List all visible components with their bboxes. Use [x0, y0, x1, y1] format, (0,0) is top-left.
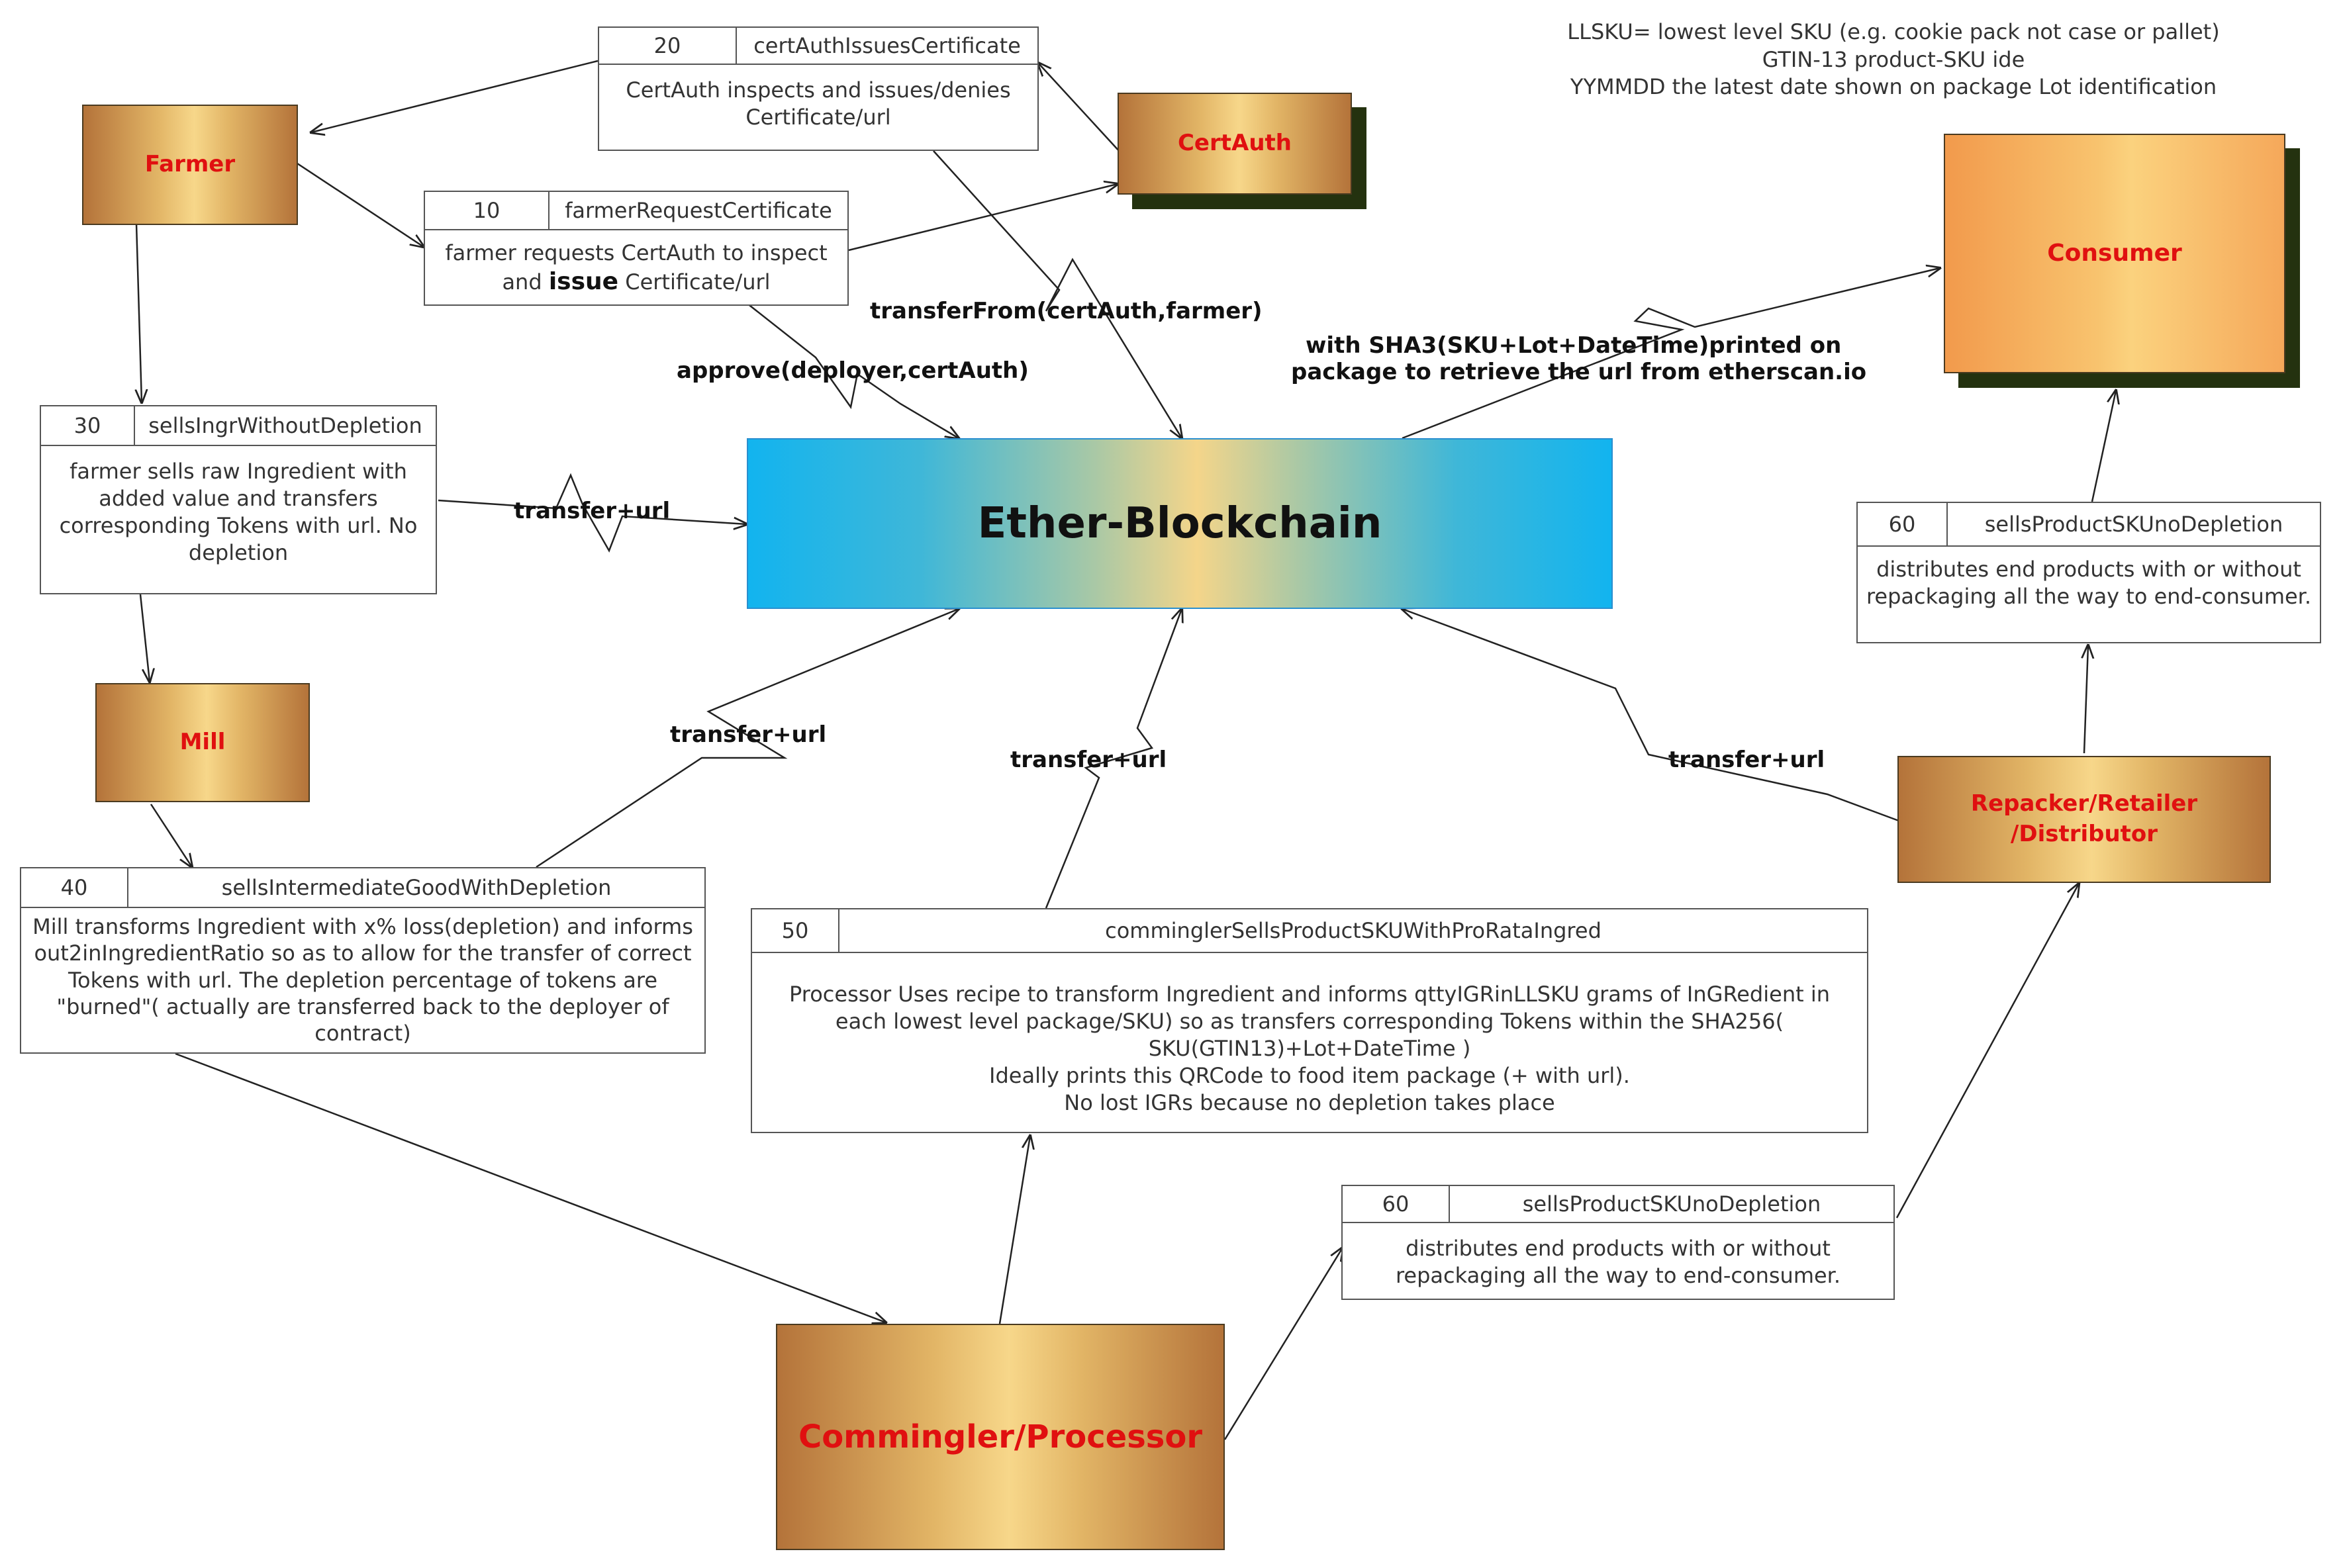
arrow-card10-to-certauth [848, 184, 1118, 252]
legend-line-gtin: GTIN-13 product-SKU ide [1762, 46, 2025, 72]
card-50-commingler-sells[interactable]: 50 comminglerSellsProductSKUWithProRataI… [751, 908, 1868, 1133]
card-30-sells-ingredient[interactable]: 30 sellsIngrWithoutDepletion farmer sell… [40, 405, 437, 594]
card-60b-function: sellsProductSKUnoDepletion [1522, 1191, 1821, 1217]
legend-notes: LLSKU= lowest level SKU (e.g. cookie pac… [1503, 19, 2284, 101]
card-50-function: comminglerSellsProductSKUWithProRataIngr… [1105, 918, 1602, 943]
arrow-farmer-to-card30 [136, 223, 142, 402]
card-60-distributor-top[interactable]: 60 sellsProductSKUnoDepletion distribute… [1856, 502, 2321, 643]
card-50-body-line1: Processor Uses recipe to transform Ingre… [789, 982, 1830, 1061]
actor-mill[interactable]: Mill [95, 683, 310, 802]
label-approve: approve(deployer,certAuth) [677, 357, 1029, 384]
arrow-card60a-to-consumer [2091, 391, 2116, 502]
card-40-function: sellsIntermediateGoodWithDepletion [221, 875, 612, 900]
actor-repacker-label: Repacker/Retailer /Distributor [1970, 790, 2198, 847]
label-sha-line2: package to retrieve the url from ethersc… [1291, 359, 1867, 385]
label-transferfrom: transferFrom(certAuth,farmer) [870, 298, 1263, 324]
actor-mill-label: Mill [179, 729, 226, 756]
arrow-chain-to-consumer [1402, 268, 1940, 439]
actor-repacker[interactable]: Repacker/Retailer /Distributor [1897, 756, 2271, 883]
card-50-number: 50 [752, 909, 839, 952]
card-50-body: Processor Uses recipe to transform Ingre… [752, 953, 1867, 1122]
card-10-body-bold: issue [548, 267, 619, 295]
arrow-card40-to-processor [175, 1052, 886, 1322]
card-30-number: 30 [41, 406, 135, 445]
legend-line-yymmdd: YYMMDD the latest date shown on package … [1570, 74, 2217, 100]
actor-certauth-label: CertAuth [1177, 130, 1292, 157]
card-40-number: 40 [21, 868, 128, 907]
card-60a-number: 60 [1858, 503, 1948, 545]
arrow-card60b-to-repacker [1895, 884, 2079, 1219]
card-20-certauth-issues[interactable]: 20 certAuthIssuesCertificate CertAuth in… [598, 26, 1039, 151]
label-transfer-processor: transfer+url [1010, 747, 1167, 773]
card-60b-body: distributes end products with or without… [1395, 1236, 1841, 1288]
actor-consumer[interactable]: Consumer [1944, 134, 2285, 373]
card-60b-number: 60 [1343, 1186, 1450, 1222]
label-transfer-repacker: transfer+url [1668, 747, 1825, 773]
arrow-processor-to-card50 [998, 1136, 1030, 1324]
actor-farmer[interactable]: Farmer [82, 105, 298, 225]
arrow-approve-to-chain [746, 302, 959, 438]
ether-blockchain[interactable]: Ether-Blockchain [747, 438, 1613, 609]
label-transfer-farmer: transfer+url [514, 498, 671, 524]
card-60-distributor-bottom[interactable]: 60 sellsProductSKUnoDepletion distribute… [1341, 1185, 1895, 1300]
arrow-card30-to-chain [438, 473, 747, 553]
arrow-card20-to-farmer [311, 60, 598, 132]
card-10-function: farmerRequestCertificate [565, 198, 832, 223]
card-40-body: Mill transforms Ingredient with x% loss(… [32, 914, 693, 1046]
card-10-body: farmer requests CertAuth to inspect and … [425, 230, 847, 305]
card-40-intermediate-good[interactable]: 40 sellsIntermediateGoodWithDepletion Mi… [20, 867, 706, 1054]
arrow-farmer-to-card10 [295, 161, 424, 247]
card-20-function: certAuthIssuesCertificate [753, 33, 1021, 58]
card-20-body: CertAuth inspects and issues/denies Cert… [626, 77, 1011, 130]
card-20-number: 20 [599, 28, 737, 64]
arrow-mill-to-card40 [150, 804, 192, 867]
label-transfer-mill: transfer+url [670, 721, 827, 748]
card-50-body-line2: Ideally prints this QRCode to food item … [989, 1062, 1630, 1088]
actor-certauth[interactable]: CertAuth [1118, 93, 1352, 195]
arrow-repacker-to-card60a [2084, 645, 2088, 754]
card-10-farmer-request[interactable]: 10 farmerRequestCertificate farmer reque… [424, 191, 849, 306]
legend-line-llsku: LLSKU= lowest level SKU (e.g. cookie pac… [1567, 19, 2220, 44]
arrow-repacker-to-chain [1402, 609, 1899, 822]
label-sha-line1: with SHA3(SKU+Lot+DateTime)printed on [1306, 332, 1842, 359]
arrow-card30-to-mill [139, 594, 150, 682]
arrow-certauth-to-card20 [1038, 63, 1121, 153]
card-30-function: sellsIngrWithoutDepletion [148, 413, 422, 438]
card-60a-function: sellsProductSKUnoDepletion [1984, 512, 2283, 537]
actor-processor-label: Commingler/Processor [798, 1418, 1203, 1455]
actor-consumer-label: Consumer [2047, 239, 2182, 267]
actor-farmer-label: Farmer [144, 151, 236, 178]
arrow-transferfrom-to-chain [933, 150, 1182, 438]
arrow-card40-to-chain [536, 609, 959, 868]
arrow-processor-to-card60b [1223, 1248, 1343, 1440]
card-60a-body: distributes end products with or without… [1866, 557, 2312, 609]
card-30-body: farmer sells raw Ingredient with added v… [59, 459, 418, 565]
card-10-number: 10 [425, 192, 550, 229]
card-10-body-pre: farmer requests CertAuth to inspect and [445, 240, 828, 295]
actor-processor[interactable]: Commingler/Processor [776, 1324, 1225, 1550]
card-50-body-line3: No lost IGRs because no depletion takes … [1064, 1089, 1555, 1115]
card-10-body-post: Certificate/url [618, 269, 771, 295]
arrow-card50-to-chain [1045, 609, 1182, 909]
ether-blockchain-title: Ether-Blockchain [977, 499, 1382, 548]
